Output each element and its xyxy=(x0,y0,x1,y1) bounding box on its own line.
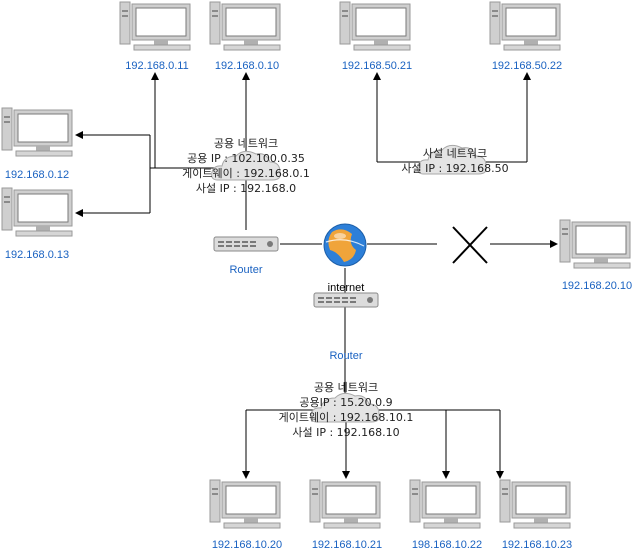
ip-label-0-13: 192.168.0.13 xyxy=(5,249,69,261)
router-top-label: Router xyxy=(229,264,262,276)
private-ip: 사설 IP : 192.168.10 xyxy=(292,426,399,439)
computer-icon xyxy=(209,1,281,51)
ip-label-0-10: 192.168.0.10 xyxy=(215,60,279,72)
computer-icon xyxy=(499,479,571,529)
computer-0-13[interactable] xyxy=(1,187,73,237)
ip-label-10-21: 192.168.10.21 xyxy=(312,539,382,551)
computer-icon xyxy=(1,187,73,237)
private-ip: 사설 IP : 192.168.0 xyxy=(196,182,296,195)
network-title: 사설 네트워크 xyxy=(423,147,487,160)
network-title: 공용 네트워크 xyxy=(314,381,378,394)
computer-10-22[interactable] xyxy=(409,479,481,529)
computer-10-20[interactable] xyxy=(209,479,281,529)
ip-label-10-20: 192.168.10.20 xyxy=(212,539,282,551)
x-mark-icon xyxy=(452,226,488,264)
computer-icon xyxy=(489,1,561,51)
router-icon xyxy=(313,292,379,308)
ip-label-50-21: 192.168.50.21 xyxy=(342,60,412,72)
computer-icon xyxy=(119,1,191,51)
computer-0-12[interactable] xyxy=(1,107,73,157)
globe-icon[interactable] xyxy=(323,223,367,267)
public-ip: 공용IP : 15.20.0.9 xyxy=(299,396,392,409)
computer-icon xyxy=(209,479,281,529)
computer-0-11[interactable] xyxy=(119,1,191,51)
ip-label-50-22: 192.168.50.22 xyxy=(492,60,562,72)
network-info-50: 사설 네트워크 사설 IP : 192.168.50 xyxy=(401,147,508,175)
network-info-0: 공용 네트워크 공용 IP : 102.100.0.35 게이트웨이 : 192… xyxy=(182,137,310,195)
computer-icon xyxy=(559,219,631,269)
ip-label-0-12: 192.168.0.12 xyxy=(5,169,69,181)
ip-label-10-23: 192.168.10.23 xyxy=(502,539,572,551)
ip-label-10-22: 198.168.10.22 xyxy=(412,539,482,551)
computer-20-10[interactable] xyxy=(559,219,631,269)
computer-icon xyxy=(339,1,411,51)
computer-0-10[interactable] xyxy=(209,1,281,51)
ip-label-0-11: 192.168.0.11 xyxy=(125,60,188,72)
private-ip: 사설 IP : 192.168.50 xyxy=(401,162,508,175)
gateway: 게이트웨이 : 192.168.0.1 xyxy=(182,167,310,180)
computer-50-22[interactable] xyxy=(489,1,561,51)
network-title: 공용 네트워크 xyxy=(214,137,278,150)
computer-icon xyxy=(1,107,73,157)
router-top[interactable] xyxy=(213,236,279,252)
computer-icon xyxy=(309,479,381,529)
computer-50-21[interactable] xyxy=(339,1,411,51)
router-bottom-label: Router xyxy=(329,350,362,362)
computer-10-23[interactable] xyxy=(499,479,571,529)
public-ip: 공용 IP : 102.100.0.35 xyxy=(187,152,305,165)
router-bottom[interactable] xyxy=(313,292,379,308)
ip-label-20-10: 192.168.20.10 xyxy=(562,280,632,292)
internet-label: internet xyxy=(328,282,365,294)
computer-icon xyxy=(409,479,481,529)
computer-10-21[interactable] xyxy=(309,479,381,529)
network-info-10: 공용 네트워크 공용IP : 15.20.0.9 게이트웨이 : 192.168… xyxy=(279,381,414,439)
router-icon xyxy=(213,236,279,252)
connection-lines xyxy=(75,72,558,479)
gateway: 게이트웨이 : 192.168.10.1 xyxy=(279,411,414,424)
